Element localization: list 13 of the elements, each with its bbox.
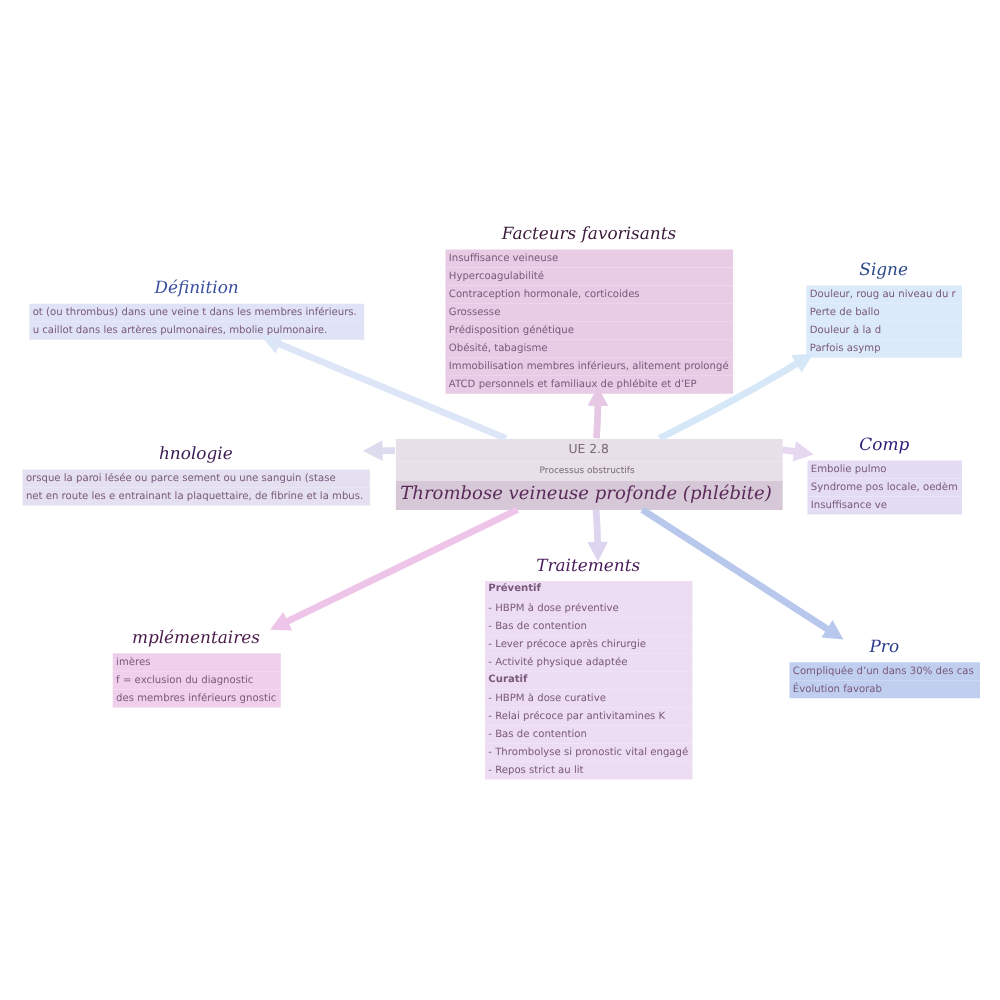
arrow (269, 505, 519, 630)
arrow (586, 508, 607, 561)
arrow (260, 333, 507, 441)
node-label: Facteurs favorisants (500, 222, 676, 243)
node-label: mplémentaires (130, 626, 259, 647)
arrow (639, 505, 843, 639)
node-label: Traitements (535, 553, 640, 574)
arrow (657, 352, 813, 441)
node-label: hnologie (157, 442, 232, 463)
node-label: Comp (858, 433, 909, 454)
node-label: Définition (153, 276, 238, 297)
node-label: Pro (868, 635, 899, 656)
node-label: Signe (858, 258, 907, 279)
